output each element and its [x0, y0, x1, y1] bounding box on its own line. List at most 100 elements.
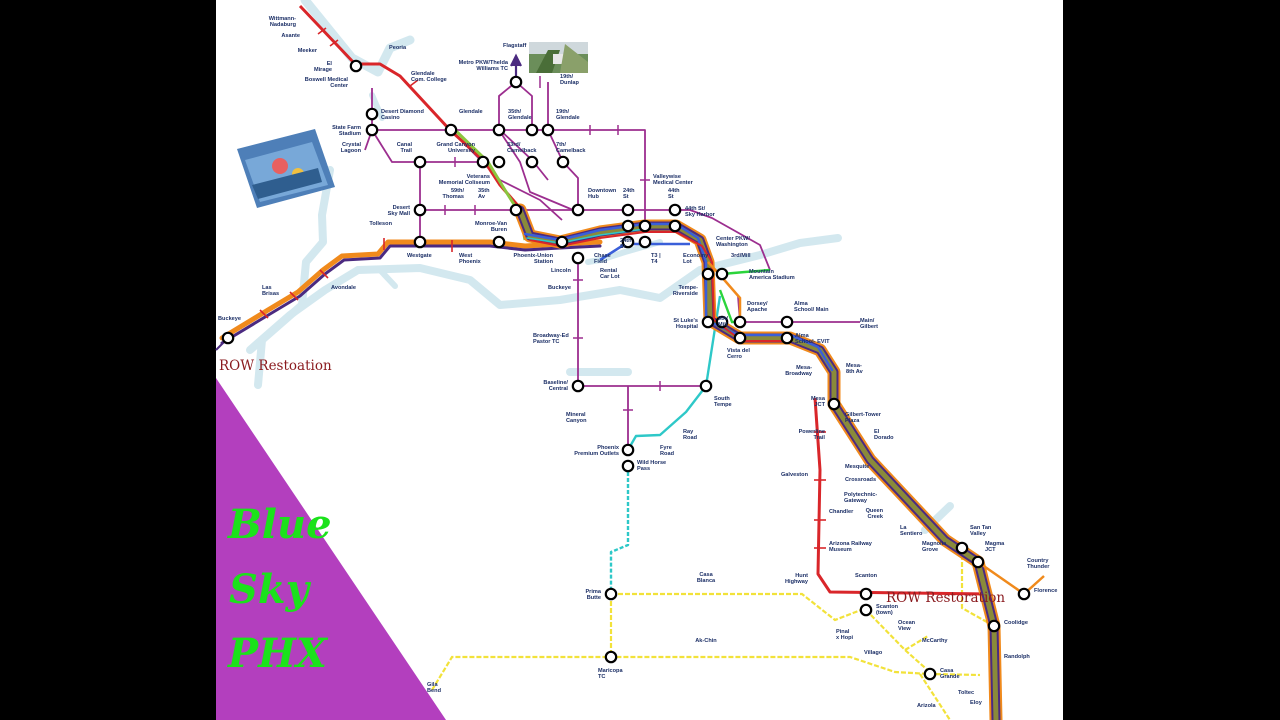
station-label: Mesa-Broadway [785, 365, 813, 377]
station-label: McCarthy [922, 638, 948, 644]
station-label: Asante [281, 33, 300, 39]
line-west-trunk [219, 239, 603, 345]
brand-line-1: Blue [227, 501, 332, 548]
station-label: Dorsey/Apache [747, 301, 768, 313]
station-label: Flagstaff [503, 43, 526, 49]
station-label: 35th/Glendale [508, 109, 532, 121]
station-label: Galveston [781, 472, 809, 478]
station-label: 19th/Glendale [556, 109, 580, 121]
station-label: Scanton(town) [876, 604, 899, 616]
station-label: 7th/Camelback [556, 142, 586, 154]
station-markers [221, 59, 1031, 681]
station-label: Peoria [389, 45, 407, 51]
brand-line-3: PHX [227, 630, 329, 677]
photo-thumbnail-train [529, 42, 588, 73]
line-teal [609, 295, 722, 594]
row-restoration-right-label: ROW Restoration [886, 590, 1005, 606]
station-label: Villago [864, 650, 883, 656]
station-label: Ak-Chin [695, 638, 717, 644]
station-label: Westgate [407, 253, 432, 259]
station-label: Polytechnic-Gateway [844, 492, 877, 504]
station-label: Tolleson [369, 221, 392, 227]
station-label: Meeker [298, 48, 318, 54]
station-label: 19th/Dunlap [560, 74, 580, 86]
station-label: Mesquite [845, 464, 869, 470]
station-label: Buckeye [218, 316, 241, 322]
station-label: Arizola [917, 703, 937, 709]
station-label: 3rd/Mill [731, 253, 751, 259]
station-label: Florence [1034, 588, 1057, 594]
station-label: Scanton [855, 573, 878, 579]
brand-line-2: Sky [229, 566, 312, 613]
station-label: Toltec [958, 690, 974, 696]
brand-wedge [216, 378, 446, 720]
station-label: Buckeye [548, 285, 571, 291]
station-label: 44th St/Sky Harbor [685, 206, 716, 218]
line-red-ticks [259, 27, 826, 549]
station-label: Main/Gilbert [860, 318, 878, 330]
station-label: Center PKW/Washington [716, 236, 750, 248]
station-label: T3 |T4 [651, 253, 661, 265]
station-label: 59th/Thomas [443, 188, 465, 200]
station-label: Glendale [459, 109, 483, 115]
station-label: 9th/Mill [718, 316, 728, 328]
station-label: Coolidge [1004, 620, 1028, 626]
station-label: Crossroads [845, 477, 876, 483]
station-label: Chandler [829, 509, 854, 515]
station-label: 33rd/Camelback [507, 142, 537, 154]
station-label: Mesa-8th Av [846, 363, 864, 375]
station-label: Randolph [1004, 654, 1030, 660]
station-label: Eloy [970, 700, 983, 706]
